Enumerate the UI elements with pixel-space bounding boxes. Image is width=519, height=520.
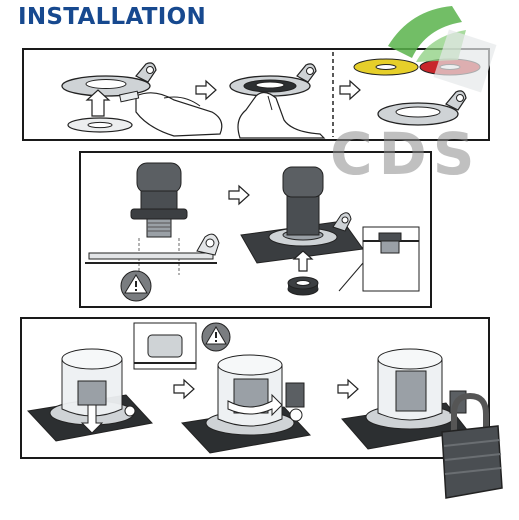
lockout-ring-illustration [377,90,467,126]
push-button-illustration [130,162,188,238]
warning-triangle-icon [201,322,231,352]
lockout-ring-illustration [61,62,157,97]
protective-cover-illustration [341,348,469,450]
cds-logo [388,6,497,93]
mounting-plate-illustration [85,233,220,264]
arrow-right-icon [339,79,361,101]
detail-inset [338,226,420,292]
lockout-ring-illustration [229,63,317,97]
yellow-washer-illustration [353,58,419,76]
nut-illustration [287,276,319,296]
detail-inset [133,322,197,370]
arrow-right-icon [173,378,195,400]
arrow-right-icon [195,79,217,101]
arrow-right-icon [228,184,250,206]
step-panel-cover-padlock [20,317,490,459]
hand-illustration [118,90,223,137]
arrow-right-icon [337,378,359,400]
arrow-up-icon [292,250,314,272]
step-panel-button-mounting [79,151,432,308]
step-panel-washer-fitting [22,48,490,141]
page-title: INSTALLATION [18,4,207,30]
warning-triangle-icon [120,270,152,302]
padlock-icon [441,392,503,499]
cds-logo-text: CDS [330,120,481,188]
hand-illustration [237,91,326,139]
protective-cover-illustration [26,348,153,442]
assembled-button-illustration [240,166,364,264]
protective-cover-illustration [180,354,311,454]
arrow-up-icon [85,89,111,117]
washer-illustration [67,117,133,133]
